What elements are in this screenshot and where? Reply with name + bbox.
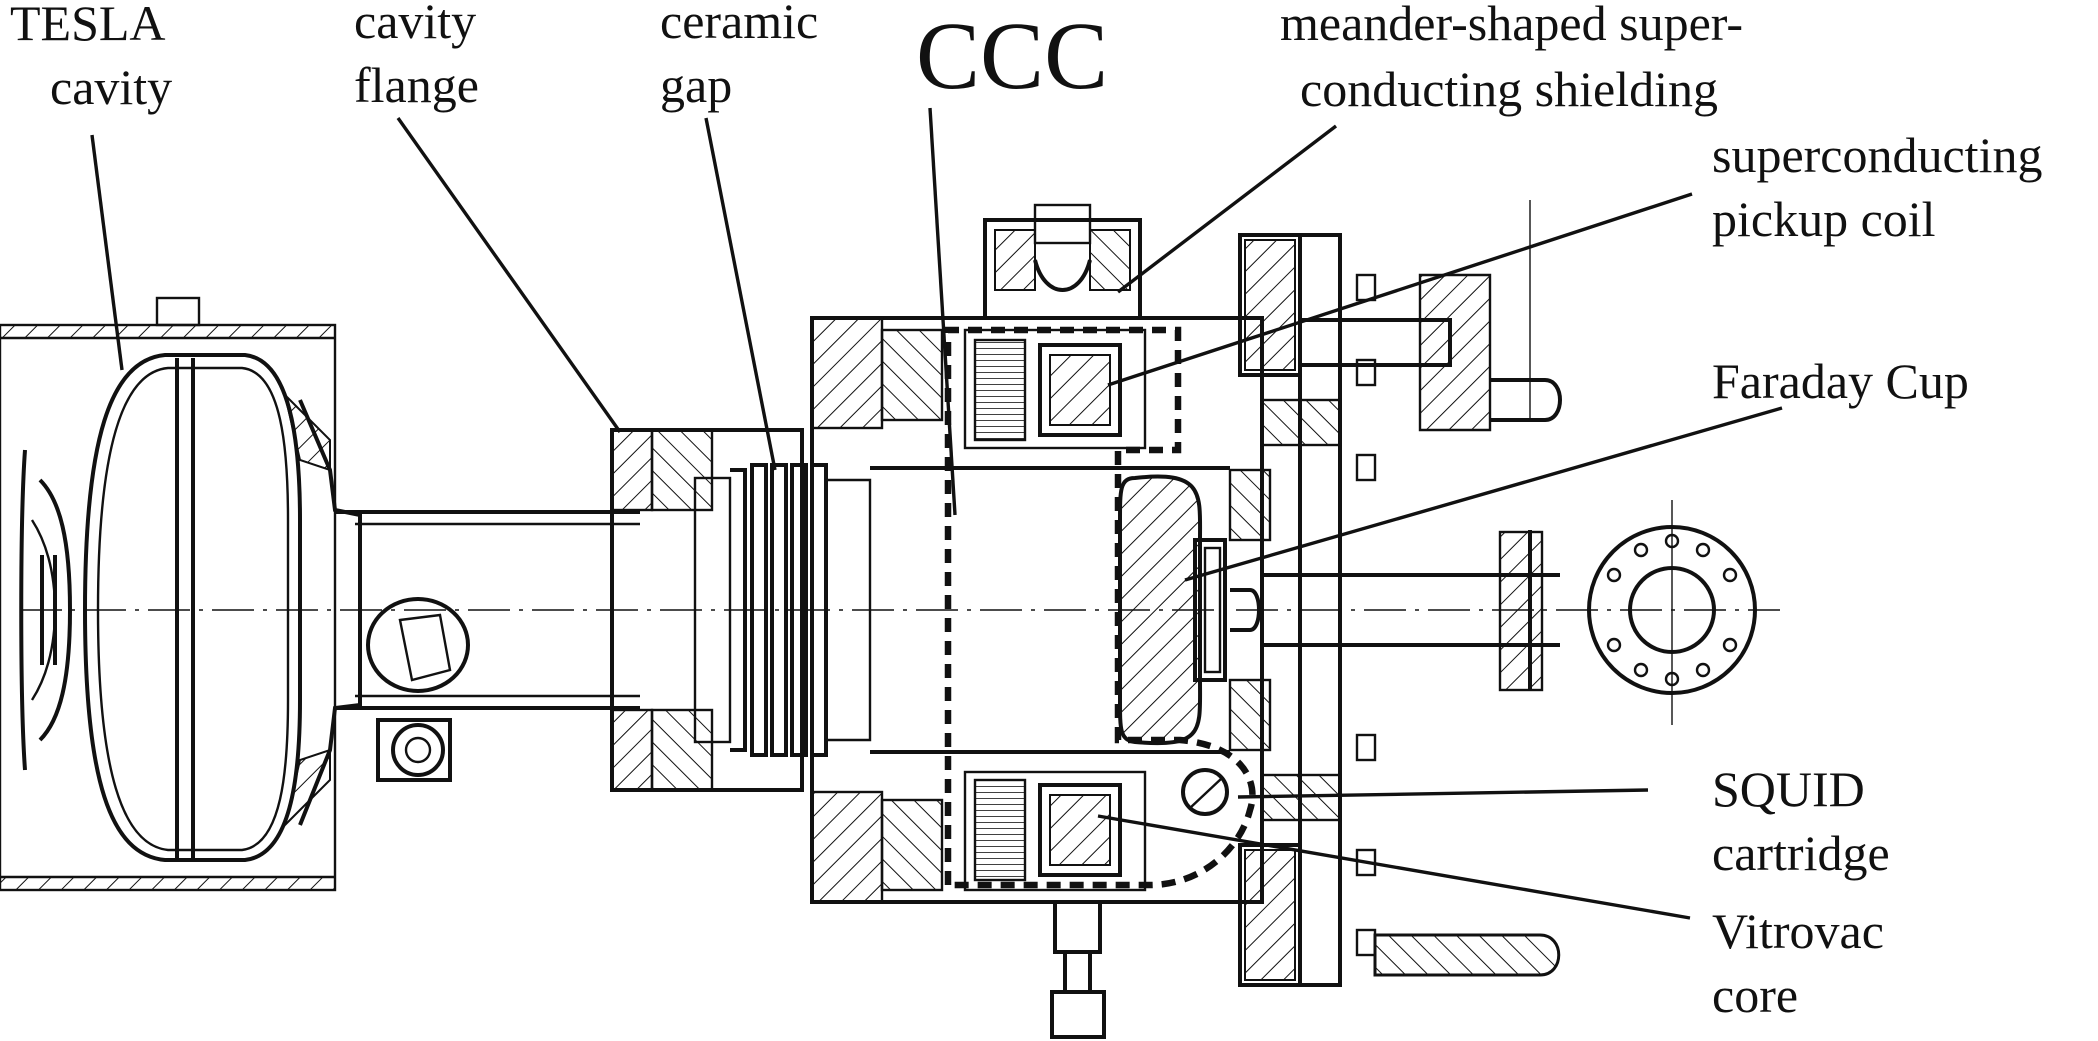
leader-tesla <box>90 134 124 371</box>
label-ceramic-line2: gap <box>660 57 732 113</box>
label-flange-line2: flange <box>354 57 479 113</box>
label-meander-line2: conducting shielding <box>1300 61 1718 117</box>
label-tesla-line1: TESLA <box>10 0 166 51</box>
leader-ceramic <box>704 117 777 471</box>
ceramic-gap-bellows <box>693 463 872 757</box>
leader-vitrovac <box>1097 814 1691 920</box>
beam-pipe-drawing <box>335 510 640 782</box>
label-squid-line2: cartridge <box>1712 825 1890 881</box>
label-squid-line1: SQUID <box>1712 761 1865 817</box>
leader-flange <box>396 117 622 433</box>
label-tesla-line2: cavity <box>50 59 172 115</box>
label-meander-line1: meander-shaped super- <box>1280 0 1743 51</box>
ccc-housing-drawing <box>810 203 1264 1039</box>
label-vitrovac-line1: Vitrovac <box>1712 903 1884 959</box>
tesla-cavity-drawing <box>0 296 362 892</box>
leader-pickup <box>1107 192 1693 387</box>
right-flange-drawing <box>1228 200 1757 987</box>
label-faraday: Faraday Cup <box>1712 353 1969 409</box>
leader-faraday <box>1184 406 1783 582</box>
label-ceramic-line1: ceramic <box>660 0 818 49</box>
label-pickup-line2: pickup coil <box>1712 191 1936 247</box>
cavity-flange-drawing <box>610 428 804 792</box>
leader-ccc <box>928 107 957 516</box>
label-pickup-line1: superconducting <box>1712 127 2042 183</box>
label-ccc: CCC <box>916 2 1108 109</box>
label-vitrovac-line2: core <box>1712 967 1798 1023</box>
leader-meander <box>1116 124 1338 294</box>
leader-squid <box>1237 788 1649 799</box>
faraday-cup-drawing <box>1118 474 1261 745</box>
label-flange-line1: cavity <box>354 0 476 49</box>
